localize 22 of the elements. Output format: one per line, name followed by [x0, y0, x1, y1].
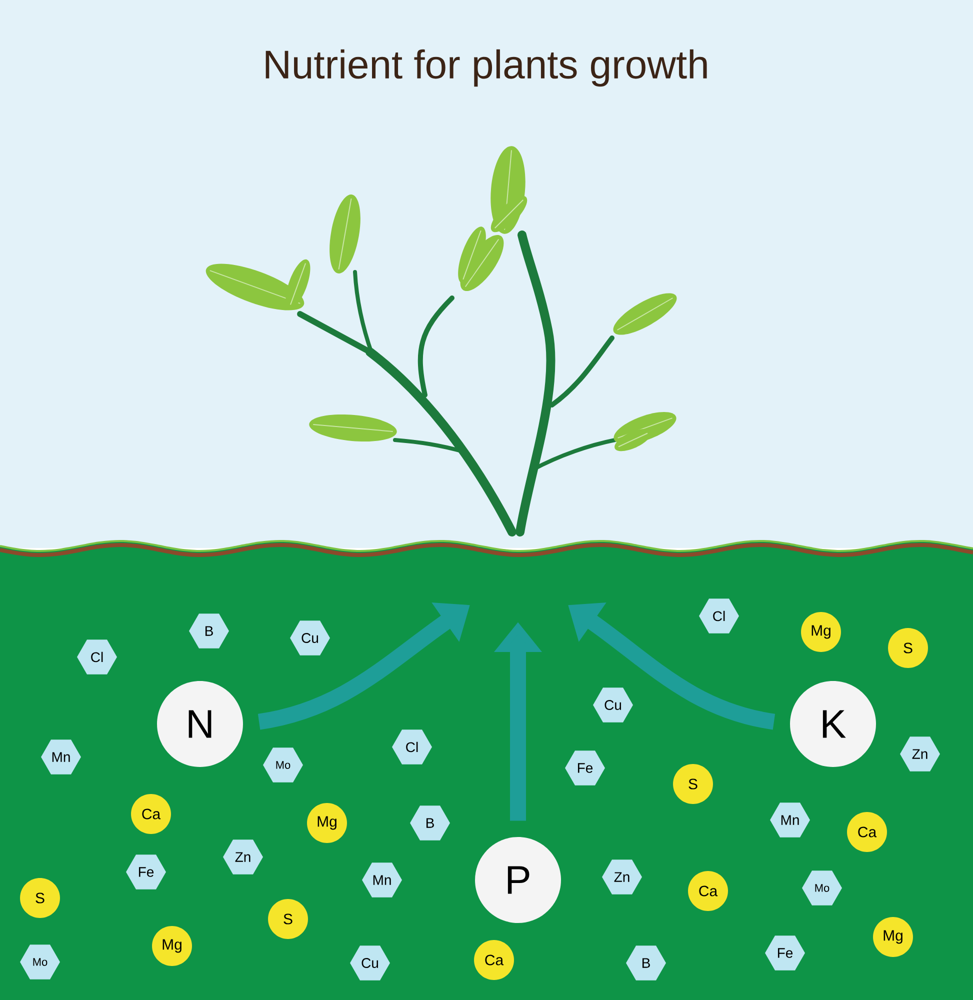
element-hexagon: Cl	[77, 640, 117, 674]
element-hexagon: Zn	[223, 840, 263, 874]
title: Nutrient for plants growth	[266, 49, 707, 87]
element-hexagon: Fe	[765, 936, 805, 970]
element-hexagon: Mo	[20, 944, 60, 980]
element-hexagon: Mn	[362, 862, 402, 898]
element-hexagon: Zn	[900, 736, 940, 772]
element-hexagon: Cu	[290, 620, 330, 656]
element-hexagon: B	[410, 806, 450, 840]
element-hexagon: Zn	[602, 860, 642, 894]
element-hexagon: B	[626, 946, 666, 980]
element-hexagon: Mo	[263, 748, 303, 782]
element-hexagon: Mo	[802, 870, 842, 906]
element-hexagon: B	[189, 614, 229, 648]
element-hexagon: Cu	[593, 688, 633, 722]
element-hexagon: Mn	[770, 802, 810, 838]
element-hexagon: Cl	[392, 730, 432, 764]
element-hexagon: Fe	[565, 750, 605, 786]
element-hexagon: Fe	[126, 854, 166, 890]
element-hexagon: Cu	[350, 946, 390, 980]
element-hexagon: Mn	[41, 740, 81, 774]
element-hexagon: Cl	[699, 598, 739, 634]
